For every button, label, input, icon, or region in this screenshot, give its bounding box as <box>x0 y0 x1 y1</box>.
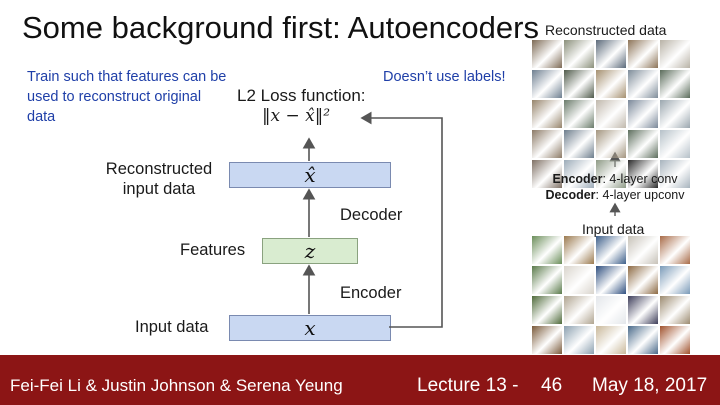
reconstructed-image-tile <box>564 70 594 98</box>
reconstructed-image-tile <box>660 130 690 158</box>
reconstructed-image-tile <box>660 70 690 98</box>
reconstructed-image-tile <box>532 100 562 128</box>
input-image-tile <box>628 266 658 294</box>
no-labels-note: Doesn’t use labels! <box>383 69 506 85</box>
input-image-tile <box>660 326 690 354</box>
reconstructed-input-label: Reconstructed input data <box>105 160 213 198</box>
reconstructed-image-tile <box>628 160 658 188</box>
reconstructed-image-tile <box>660 40 690 68</box>
reconstructed-image-tile <box>532 70 562 98</box>
reconstructed-image-tile <box>628 40 658 68</box>
reconstructed-image-tile <box>660 160 690 188</box>
input-image-tile <box>660 296 690 324</box>
input-image-tile <box>596 296 626 324</box>
footer-date: May 18, 2017 <box>592 375 708 396</box>
reconstructed-image-tile <box>564 100 594 128</box>
reconstructed-image-tile <box>628 130 658 158</box>
loss-function-label: L2 Loss function: <box>237 86 366 105</box>
features-box: z <box>262 238 358 264</box>
input-image-tile <box>628 236 658 264</box>
input-image-tile <box>532 296 562 324</box>
input-image-tile <box>564 326 594 354</box>
decoder-description: Decoder: 4-layer upconv <box>530 187 700 203</box>
reconstructed-image-tile <box>596 130 626 158</box>
decoder-bold: Decoder <box>545 188 596 202</box>
input-image-tile <box>660 236 690 264</box>
reconstructed-image-tile <box>564 40 594 68</box>
reconstruction-box: x̂ <box>229 162 391 188</box>
footer-page-number: 46 <box>541 375 563 396</box>
input-image-tile <box>628 296 658 324</box>
features-variable: z <box>304 239 316 263</box>
reconstructed-image-tile <box>532 160 562 188</box>
input-image-tile <box>596 236 626 264</box>
reconstructed-image-tile <box>532 40 562 68</box>
loss-formula: ‖x − x̂‖² <box>262 106 331 126</box>
input-image-tile <box>564 296 594 324</box>
slide-title: Some background first: Autoencoders <box>22 10 539 45</box>
input-image-tile <box>660 266 690 294</box>
reconstructed-image-tile <box>596 40 626 68</box>
footer-bar <box>0 355 720 405</box>
training-note: Train such that features can be used to … <box>27 69 227 125</box>
decoder-label: Decoder <box>340 206 403 224</box>
input-image-tile <box>596 266 626 294</box>
encoder-bold: Encoder <box>552 172 603 186</box>
input-image-tile <box>596 326 626 354</box>
encoder-description: Encoder: 4-layer conv <box>530 171 700 187</box>
footer-lecture: Lecture 13 - <box>417 375 519 396</box>
input-image-tile <box>532 236 562 264</box>
reconstructed-image-tile <box>596 70 626 98</box>
encoder-detail: : 4-layer conv <box>602 172 678 186</box>
reconstructed-image-tile <box>564 130 594 158</box>
input-image-tile <box>628 326 658 354</box>
reconstructed-image-tile <box>596 160 626 188</box>
reconstructed-image-tile <box>628 100 658 128</box>
input-box: x <box>229 315 391 341</box>
input-variable: x <box>304 316 316 340</box>
reconstructed-image-tile <box>564 160 594 188</box>
decoder-detail: : 4-layer upconv <box>595 188 685 202</box>
input-image-tile <box>564 266 594 294</box>
reconstructed-data-title: Reconstructed data <box>545 22 667 38</box>
input-data-label: Input data <box>135 318 209 336</box>
features-label: Features <box>180 241 246 259</box>
reconstructed-image-tile <box>532 130 562 158</box>
reconstructed-image-tile <box>660 100 690 128</box>
encoder-label: Encoder <box>340 284 402 302</box>
input-image-tile <box>564 236 594 264</box>
reconstructed-image-grid <box>532 40 690 188</box>
reconstruction-variable: x̂ <box>304 163 316 187</box>
input-data-title: Input data <box>582 221 645 237</box>
reconstructed-image-tile <box>628 70 658 98</box>
input-image-tile <box>532 266 562 294</box>
input-image-tile <box>532 326 562 354</box>
footer-authors: Fei-Fei Li & Justin Johnson & Serena Yeu… <box>10 376 343 395</box>
reconstructed-image-tile <box>596 100 626 128</box>
